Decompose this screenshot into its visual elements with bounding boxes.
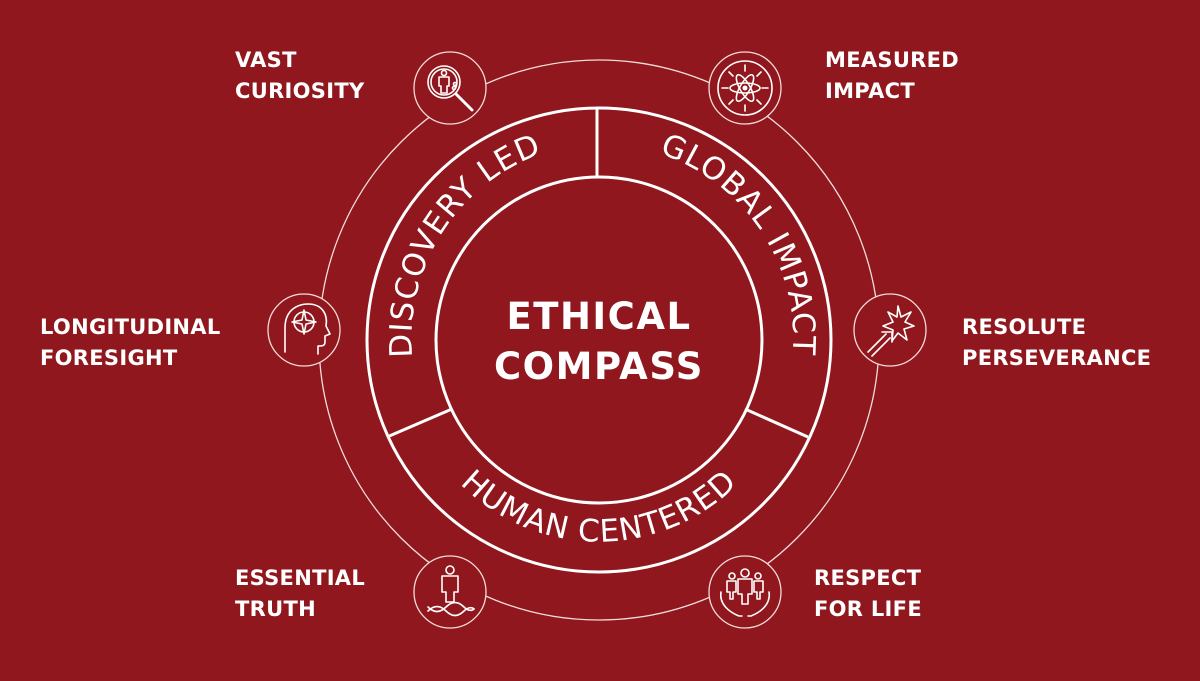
label-resolute-perseverance: RESOLUTE PERSEVERANCE bbox=[962, 315, 1152, 370]
label-respect-for-life: RESPECT FOR LIFE bbox=[814, 566, 922, 621]
center-title-line2: COMPASS bbox=[494, 345, 704, 388]
atom-arrows-icon bbox=[708, 51, 782, 125]
label-essential-truth: ESSENTIAL TRUTH bbox=[235, 566, 366, 621]
label-vast-curiosity: VAST CURIOSITY bbox=[235, 48, 365, 103]
divider-bottom-left bbox=[386, 407, 453, 439]
hands-people-icon bbox=[708, 555, 782, 629]
segment-human-centered: HUMAN CENTERED bbox=[454, 463, 743, 550]
divider-bottom-right bbox=[744, 407, 809, 439]
label-longitudinal-foresight: LONGITUDINAL FORESIGHT bbox=[40, 315, 221, 370]
person-dna-icon bbox=[413, 555, 487, 629]
magnifier-person-icon bbox=[413, 51, 487, 125]
head-compass-icon bbox=[267, 293, 341, 367]
label-measured-impact: MEASURED IMPACT bbox=[825, 48, 960, 103]
center-title: ETHICAL COMPASS bbox=[449, 292, 749, 392]
center-title-line1: ETHICAL bbox=[506, 295, 692, 338]
arrow-star-icon bbox=[853, 293, 927, 367]
segment-ring-inner bbox=[434, 175, 764, 505]
segment-ring-outer bbox=[365, 106, 833, 574]
